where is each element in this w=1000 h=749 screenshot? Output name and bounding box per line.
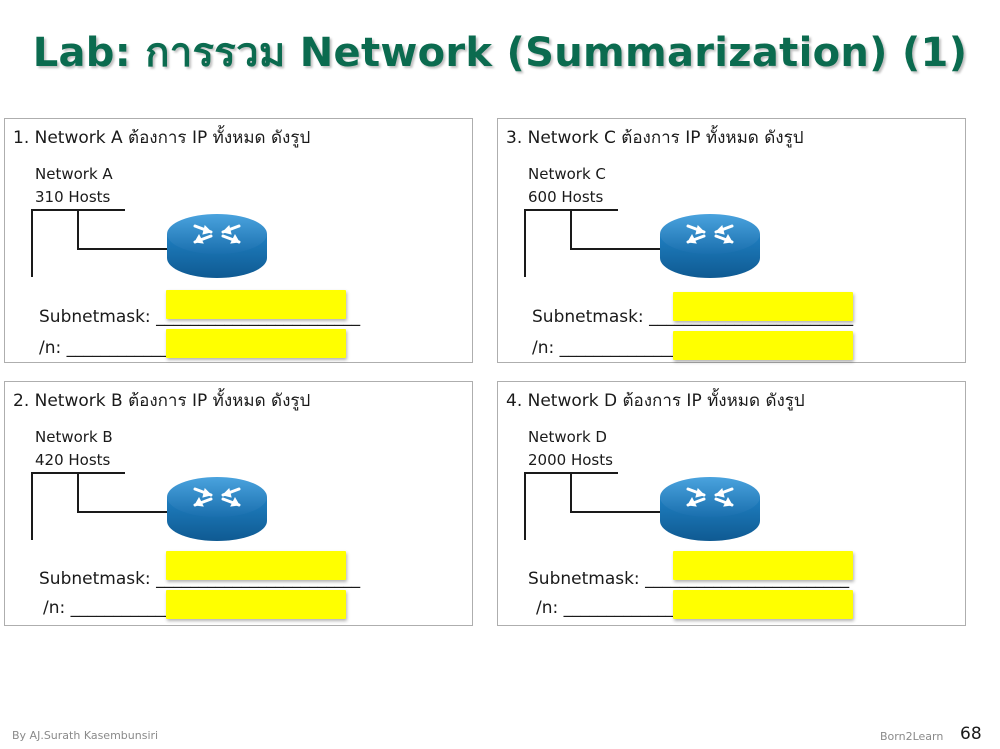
prefix-answer-box[interactable] — [673, 331, 853, 360]
router-icon — [660, 477, 760, 541]
prefix-label: /n: — [39, 338, 67, 358]
link-wire-vertical — [570, 209, 572, 249]
panel-network-b: 2. Network B ต้องการ IP ทั้งหมด ดังรูป N… — [4, 381, 473, 626]
subnetmask-answer-box[interactable] — [166, 551, 346, 580]
page-title: Lab: การรวม Network (Summarization) (1) — [32, 30, 968, 76]
network-name: Network C — [528, 165, 606, 183]
panel-heading: 1. Network A ต้องการ IP ทั้งหมด ดังรูป — [13, 128, 311, 148]
subnetmask-label: Subnetmask: — [39, 307, 157, 327]
link-wire-vertical — [77, 472, 79, 512]
subnetmask-answer-box[interactable] — [166, 290, 346, 319]
prefix-answer-box[interactable] — [166, 329, 346, 358]
network-name: Network B — [35, 428, 113, 446]
subnetmask-answer-box[interactable] — [673, 551, 853, 580]
subnetmask-label: Subnetmask: — [528, 569, 646, 589]
lan-wire-vertical — [524, 209, 526, 277]
panel-network-c: 3. Network C ต้องการ IP ทั้งหมด ดังรูป N… — [497, 118, 966, 363]
panel-heading: 4. Network D ต้องการ IP ทั้งหมด ดังรูป — [506, 391, 805, 411]
subnetmask-label: Subnetmask: — [39, 569, 157, 589]
prefix-label: /n: — [43, 598, 71, 618]
network-name: Network A — [35, 165, 113, 183]
subnetmask-answer-box[interactable] — [673, 292, 853, 321]
link-wire-horizontal — [77, 248, 177, 250]
panel-network-d: 4. Network D ต้องการ IP ทั้งหมด ดังรูป N… — [497, 381, 966, 626]
network-hosts: 420 Hosts — [35, 451, 111, 469]
network-hosts: 310 Hosts — [35, 188, 111, 206]
footer-author: By AJ.Surath Kasembunsiri — [12, 729, 159, 742]
router-icon — [660, 214, 760, 278]
prefix-answer-box[interactable] — [673, 590, 853, 619]
subnetmask-label: Subnetmask: — [532, 307, 650, 327]
panel-network-a: 1. Network A ต้องการ IP ทั้งหมด ดังรูป N… — [4, 118, 473, 363]
lan-wire-vertical — [31, 209, 33, 277]
prefix-answer-box[interactable] — [166, 590, 346, 619]
network-hosts: 600 Hosts — [528, 188, 604, 206]
link-wire-horizontal — [77, 511, 177, 513]
link-wire-vertical — [570, 472, 572, 512]
link-wire-vertical — [77, 209, 79, 249]
lan-wire-vertical — [31, 472, 33, 540]
router-icon — [167, 214, 267, 278]
lan-wire-vertical — [524, 472, 526, 540]
page-number: 68 — [960, 724, 982, 744]
link-wire-horizontal — [570, 248, 670, 250]
network-hosts: 2000 Hosts — [528, 451, 613, 469]
panel-heading: 2. Network B ต้องการ IP ทั้งหมด ดังรูป — [13, 391, 311, 411]
prefix-label: /n: — [536, 598, 564, 618]
network-name: Network D — [528, 428, 607, 446]
router-icon — [167, 477, 267, 541]
link-wire-horizontal — [570, 511, 670, 513]
prefix-label: /n: — [532, 338, 560, 358]
footer-brand: Born2Learn — [880, 730, 944, 743]
panel-heading: 3. Network C ต้องการ IP ทั้งหมด ดังรูป — [506, 128, 804, 148]
